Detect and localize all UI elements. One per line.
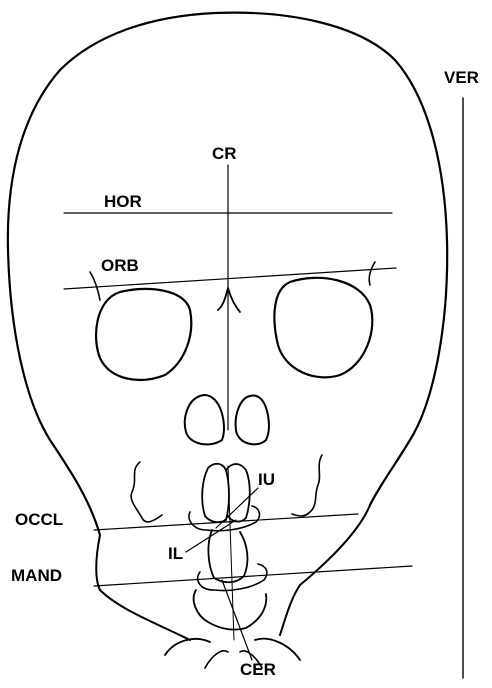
nasal-bridge bbox=[218, 288, 240, 312]
upper-incisor-left bbox=[202, 464, 229, 522]
midline-lower bbox=[228, 466, 234, 640]
ver-label: VER bbox=[444, 69, 479, 86]
hor-label: HOR bbox=[104, 193, 142, 210]
orb-label: ORB bbox=[101, 257, 139, 274]
nose-right bbox=[236, 395, 269, 444]
cr-label: CR bbox=[212, 145, 237, 162]
mand-line bbox=[94, 566, 412, 586]
neck-left bbox=[165, 639, 210, 655]
brow-right bbox=[369, 262, 375, 285]
nose-left bbox=[185, 395, 224, 444]
cer-line bbox=[222, 580, 252, 660]
orbit-left bbox=[96, 289, 191, 380]
chin-left bbox=[205, 651, 228, 668]
cheek-right bbox=[292, 455, 322, 516]
lower-incisor bbox=[208, 530, 247, 582]
orbit-right bbox=[274, 278, 372, 378]
mand-label: MAND bbox=[11, 567, 62, 584]
neck-right bbox=[255, 639, 300, 660]
occl-label: OCCL bbox=[15, 511, 63, 528]
cer-label: CER bbox=[240, 661, 276, 678]
cheek-left bbox=[131, 462, 162, 522]
iu-label: IU bbox=[258, 471, 275, 488]
brow-left bbox=[90, 272, 100, 300]
il-label: IL bbox=[168, 545, 183, 562]
mandible-symphysis bbox=[194, 590, 267, 630]
